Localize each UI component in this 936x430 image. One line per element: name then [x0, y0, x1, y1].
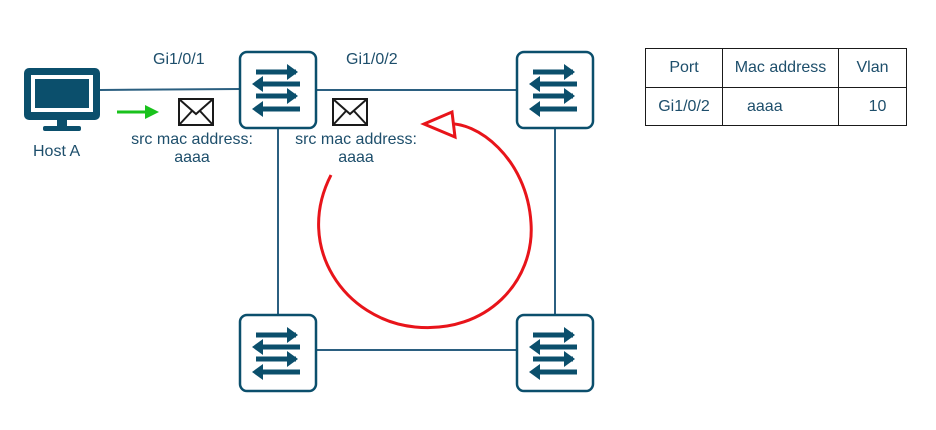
port-label-gi1-0-2: Gi1/0/2: [346, 51, 398, 68]
mac-address-table: Port Mac address Vlan Gi1/0/2 aaaa 10: [645, 48, 907, 126]
monitor-icon: [24, 68, 100, 131]
cell-port: Gi1/0/2: [645, 87, 723, 126]
link-host-switch1: [99, 88, 241, 91]
column-header-port: Port: [645, 48, 723, 88]
frame-label-line1: src mac address:: [131, 131, 253, 148]
switch-icon: [240, 315, 316, 391]
port-label-gi1-0-1: Gi1/0/1: [153, 51, 205, 68]
frame-label-line2: aaaa: [174, 149, 210, 166]
frame-label-2: src mac address: aaaa: [278, 131, 434, 167]
frame-label-line1: src mac address:: [295, 131, 417, 148]
loop-arrow: [317, 109, 533, 330]
column-header-mac-address: Mac address: [722, 48, 839, 88]
column-header-vlan: Vlan: [838, 48, 907, 88]
table-row: Gi1/0/2 aaaa 10: [645, 87, 907, 126]
host-label: Host A: [33, 143, 81, 160]
links: [99, 88, 556, 351]
ingress-arrow: [117, 105, 159, 119]
switch-icon: [517, 315, 593, 391]
cell-mac-address: aaaa: [722, 87, 839, 126]
switch-icon: [517, 52, 593, 128]
envelope-icon: [178, 98, 214, 126]
frame-label-line2: aaaa: [338, 149, 374, 166]
envelope-icon: [332, 98, 368, 126]
frame-label-1: src mac address: aaaa: [114, 131, 270, 167]
switch-icon: [240, 52, 316, 128]
table-header-row: Port Mac address Vlan: [645, 48, 907, 88]
cell-vlan: 10: [838, 87, 907, 126]
